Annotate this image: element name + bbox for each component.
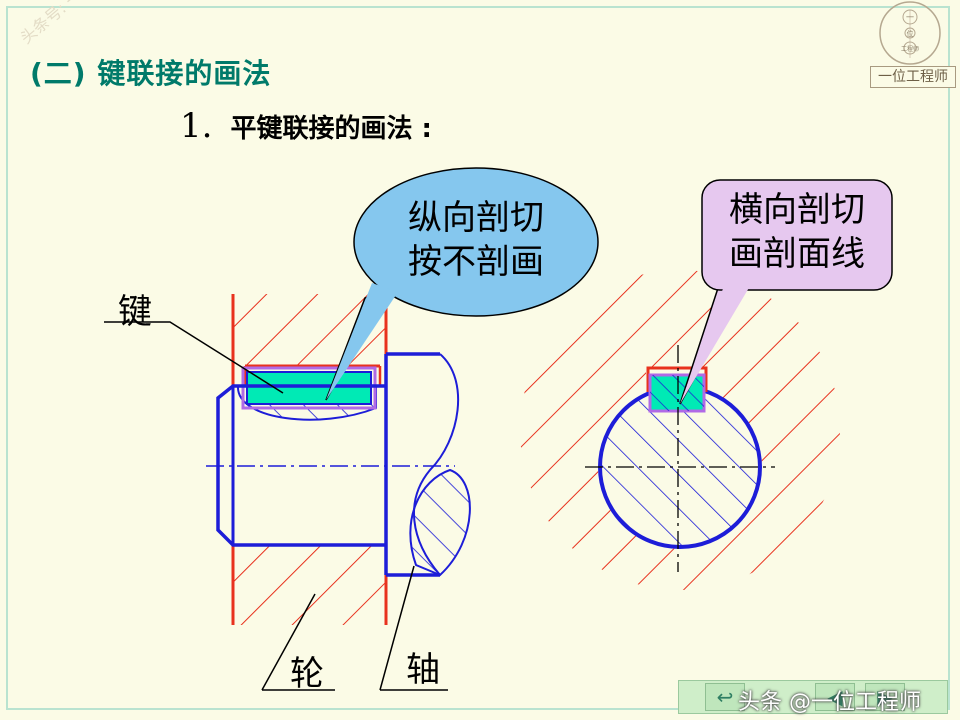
logo-name: 一位工程师 <box>870 66 956 88</box>
subsection-heading: 1. 平键联接的画法 : <box>180 106 432 146</box>
leader-lines <box>104 321 448 691</box>
subsection-title: 平键联接的画法 : <box>230 114 432 144</box>
section-heading: (二) 键联接的画法 <box>30 57 272 90</box>
slide-border <box>6 6 950 710</box>
slide-nav-bar: ↩ ◀ ▶ <box>678 680 948 714</box>
return-icon[interactable]: ↩ <box>705 683 745 711</box>
callout-transverse-line2: 画剖面线 <box>729 234 865 274</box>
subsection-number: 1. <box>180 106 213 146</box>
label-shaft: 轴 <box>406 650 440 690</box>
hub-lower-hatch <box>233 545 386 625</box>
longitudinal-section <box>206 294 471 625</box>
svg-text:一: 一 <box>906 13 914 22</box>
callout-longitudinal-text: 纵向剖切 按不剖画 <box>396 196 556 284</box>
callout-longitudinal-line2: 按不剖画 <box>408 242 544 282</box>
svg-text:工程师: 工程师 <box>901 45 919 53</box>
callout-transverse-text: 横向剖切 画剖面线 <box>712 188 882 276</box>
callout-longitudinal <box>325 167 599 401</box>
logo-seal: 一 位 工程师 <box>866 0 954 88</box>
shaft-outline <box>216 384 386 547</box>
label-key: 键 <box>118 292 152 332</box>
prev-icon[interactable]: ◀ <box>815 683 855 711</box>
callout-transverse <box>679 179 893 405</box>
callout-longitudinal-line1: 纵向剖切 <box>408 198 544 238</box>
revolved-section <box>409 468 471 577</box>
footer-watermark: 头条 @一位工程师 <box>738 690 921 715</box>
svg-text:位: 位 <box>907 29 914 38</box>
next-icon[interactable]: ▶ <box>865 683 905 711</box>
callout-transverse-line1: 横向剖切 <box>729 190 865 230</box>
key-longitudinal <box>246 371 372 405</box>
transverse-section <box>520 270 840 590</box>
label-wheel: 轮 <box>290 654 324 694</box>
